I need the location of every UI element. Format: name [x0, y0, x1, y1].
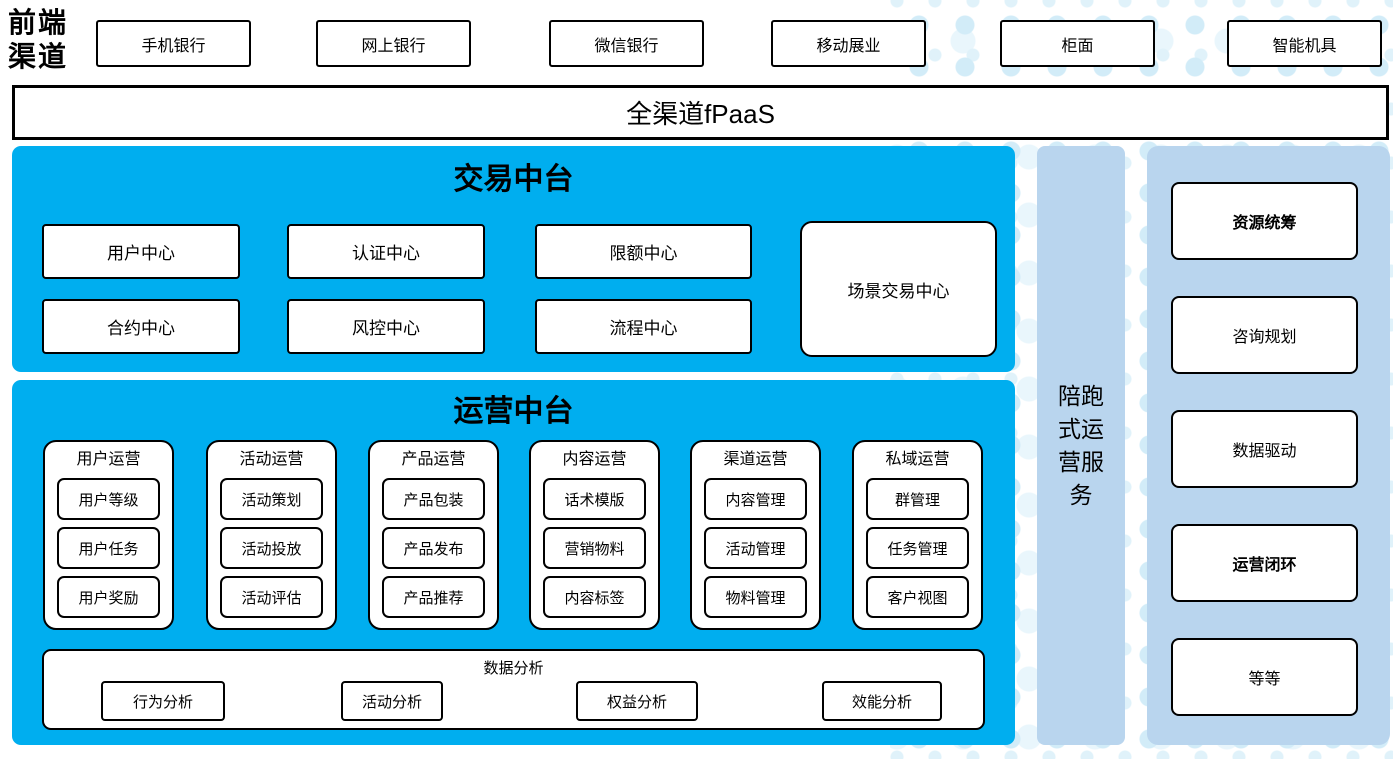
- group-item: 内容标签: [543, 576, 646, 618]
- channel-box-counter: 柜面: [1000, 20, 1155, 67]
- side-service-bar: 陪跑式运营服务: [1037, 146, 1125, 745]
- group-item: 用户等级: [57, 478, 160, 520]
- group-item: 产品包装: [382, 478, 485, 520]
- operations-group-content: 内容运营 话术模版 营销物料 内容标签: [529, 440, 660, 630]
- trading-platform-section: 交易中台 用户中心 认证中心 限额中心 合约中心 风控中心 流程中心 场景交易中…: [12, 146, 1015, 372]
- operations-group-private-domain: 私域运营 群管理 任务管理 客户视图: [852, 440, 983, 630]
- center-box-process: 流程中心: [535, 299, 752, 354]
- group-title: 产品运营: [401, 451, 466, 468]
- frontend-channels-label: 前端渠道: [8, 8, 69, 73]
- analysis-item-activity: 活动分析: [341, 681, 443, 721]
- group-item: 活动管理: [704, 527, 807, 569]
- operations-platform-title: 运营中台: [453, 395, 574, 428]
- channel-box-smart-devices: 智能机具: [1227, 20, 1382, 67]
- trading-platform-title: 交易中台: [453, 163, 574, 196]
- group-item: 客户视图: [866, 576, 969, 618]
- analysis-item-rights: 权益分析: [576, 681, 698, 721]
- data-analysis-title: 数据分析: [483, 660, 544, 677]
- center-box-user: 用户中心: [42, 224, 240, 279]
- channel-box-mobile-banking: 手机银行: [96, 20, 251, 67]
- center-box-contract: 合约中心: [42, 299, 240, 354]
- data-analysis-panel: 数据分析 行为分析 活动分析 权益分析 效能分析: [42, 649, 985, 730]
- scenario-trading-center-box: 场景交易中心: [800, 221, 997, 357]
- group-item: 任务管理: [866, 527, 969, 569]
- group-item: 群管理: [866, 478, 969, 520]
- group-item: 内容管理: [704, 478, 807, 520]
- group-item: 产品发布: [382, 527, 485, 569]
- operations-group-channel: 渠道运营 内容管理 活动管理 物料管理: [690, 440, 821, 630]
- group-item: 活动评估: [220, 576, 323, 618]
- group-item: 用户奖励: [57, 576, 160, 618]
- service-box-consulting: 咨询规划: [1171, 296, 1358, 374]
- analysis-item-efficiency: 效能分析: [822, 681, 942, 721]
- center-box-risk: 风控中心: [287, 299, 485, 354]
- analysis-item-behavior: 行为分析: [101, 681, 225, 721]
- side-service-label: 陪跑式运营服务: [1058, 382, 1104, 508]
- channel-box-wechat-banking: 微信银行: [549, 20, 704, 67]
- group-title: 渠道运营: [723, 451, 788, 468]
- operations-platform-section: 运营中台 用户运营 用户等级 用户任务 用户奖励 活动运营 活动策划 活动投放 …: [12, 380, 1015, 745]
- group-item: 用户任务: [57, 527, 160, 569]
- group-item: 物料管理: [704, 576, 807, 618]
- group-title: 活动运营: [239, 451, 304, 468]
- operations-group-activity: 活动运营 活动策划 活动投放 活动评估: [206, 440, 337, 630]
- group-title: 内容运营: [562, 451, 627, 468]
- fpaas-bar: 全渠道fPaaS: [12, 85, 1389, 140]
- channel-box-online-banking: 网上银行: [316, 20, 471, 67]
- right-service-panel: 资源统筹 咨询规划 数据驱动 运营闭环 等等: [1147, 146, 1390, 745]
- center-box-auth: 认证中心: [287, 224, 485, 279]
- channel-box-mobile-outreach: 移动展业: [771, 20, 926, 67]
- service-box-etc: 等等: [1171, 638, 1358, 716]
- center-box-limit: 限额中心: [535, 224, 752, 279]
- group-title: 用户运营: [76, 451, 141, 468]
- operations-group-product: 产品运营 产品包装 产品发布 产品推荐: [368, 440, 499, 630]
- group-item: 话术模版: [543, 478, 646, 520]
- operations-group-user: 用户运营 用户等级 用户任务 用户奖励: [43, 440, 174, 630]
- service-box-data-driven: 数据驱动: [1171, 410, 1358, 488]
- group-item: 产品推荐: [382, 576, 485, 618]
- service-box-operation-loop: 运营闭环: [1171, 524, 1358, 602]
- group-item: 活动投放: [220, 527, 323, 569]
- group-item: 活动策划: [220, 478, 323, 520]
- service-box-resource-planning: 资源统筹: [1171, 182, 1358, 260]
- group-item: 营销物料: [543, 527, 646, 569]
- group-title: 私域运营: [885, 451, 950, 468]
